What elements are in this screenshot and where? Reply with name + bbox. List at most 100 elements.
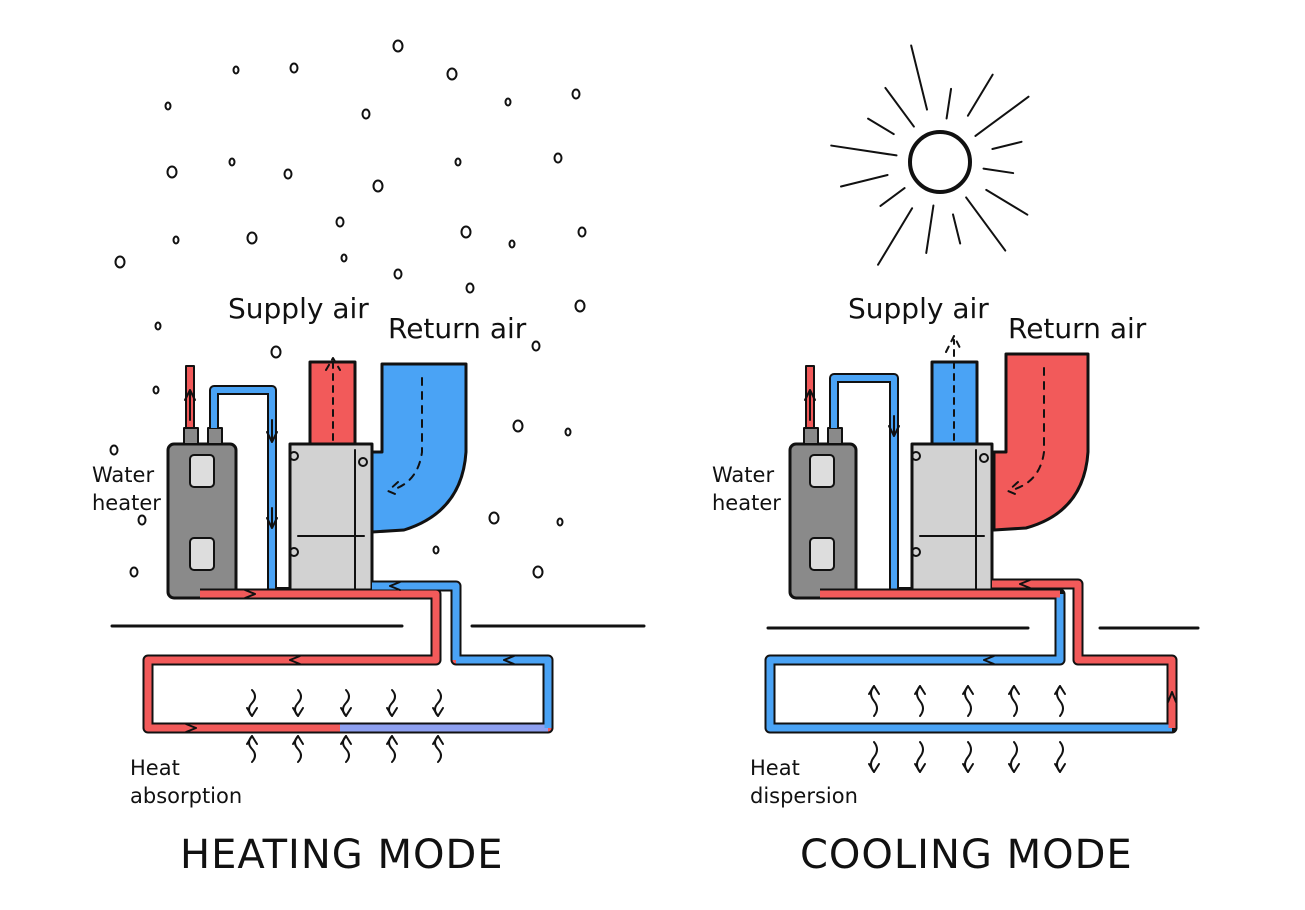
heating-return-label: Return air — [388, 312, 527, 345]
cooling-heat-arrows — [868, 685, 1066, 773]
snowflake-icon — [392, 39, 404, 53]
cooling-supply-label: Supply air — [848, 292, 989, 325]
snowflake-icon — [564, 427, 572, 437]
arrowhead — [868, 763, 880, 773]
snowflake-icon — [228, 157, 236, 167]
snowflake-icon — [361, 108, 371, 120]
arrowhead — [246, 735, 258, 745]
sun-ray — [910, 44, 929, 111]
sun-ray — [974, 95, 1030, 137]
snowflake-icon — [574, 299, 586, 313]
sun-ray — [839, 173, 889, 188]
cooling-loop-label-line2: dispersion — [750, 784, 858, 808]
arrowhead — [340, 735, 352, 745]
arrowhead — [868, 685, 880, 695]
arrowhead — [246, 707, 258, 717]
arrowhead — [432, 735, 444, 745]
cooling-supply-arrow-icon — [945, 335, 963, 441]
heating-heat-pump-unit — [288, 442, 374, 600]
arrowhead — [292, 735, 304, 745]
arrowhead — [914, 685, 926, 695]
heating-heater-label-line2: heater — [92, 491, 161, 515]
snowflake-icons — [109, 39, 587, 579]
cooling-heater-label-line2: heater — [712, 491, 781, 515]
snowflake-icon — [289, 62, 299, 74]
snowflake-icon — [164, 101, 172, 111]
arrowhead — [1008, 685, 1020, 695]
arrowhead — [340, 707, 352, 717]
heating-panel: Supply air Return air Water heater Heat … — [92, 39, 646, 878]
cooling-heat-pump-unit — [910, 442, 994, 600]
arrowhead — [962, 763, 974, 773]
arrowhead — [962, 685, 974, 695]
sun-ray — [982, 167, 1015, 175]
snowflake-icon — [531, 340, 541, 352]
snowflake-icon — [270, 345, 282, 359]
arrowhead — [386, 735, 398, 745]
arrowhead — [1054, 685, 1066, 695]
snowflake-icon — [504, 97, 512, 107]
sun-ray — [877, 207, 914, 266]
arrowhead — [386, 707, 398, 717]
arrowhead — [292, 707, 304, 717]
snowflake-icon — [553, 152, 563, 164]
snowflake-icon — [465, 282, 475, 294]
cooling-return-arrow-icon — [1007, 367, 1045, 497]
snowflake-icon — [232, 65, 240, 75]
heating-heat-arrows — [246, 689, 444, 763]
sun-ray — [830, 144, 898, 157]
snowflake-icon — [446, 67, 458, 81]
heating-title: HEATING MODE — [180, 832, 504, 878]
heating-return-duct — [370, 362, 468, 534]
arrowhead — [1054, 763, 1066, 773]
snowflake-icon — [340, 253, 348, 263]
cooling-return-label: Return air — [1008, 312, 1147, 345]
snowflake-icon — [454, 157, 462, 167]
heating-heater-label-line1: Water — [92, 463, 154, 487]
cooling-loop-label-line1: Heat — [750, 756, 800, 780]
snowflake-icon — [532, 565, 544, 579]
snowflake-icon — [460, 225, 472, 239]
snowflake-icon — [335, 216, 345, 228]
sun-ray — [945, 87, 953, 120]
snowflake-icon — [154, 321, 162, 331]
heating-loop-label-line2: absorption — [130, 784, 242, 808]
sun-ray — [985, 188, 1029, 216]
sun-ray — [884, 86, 915, 128]
sun-ray — [879, 187, 906, 207]
snowflake-icon — [109, 444, 119, 456]
snowflake-icon — [512, 419, 524, 433]
heating-supply-label: Supply air — [228, 292, 369, 325]
snowflake-icon — [137, 514, 147, 526]
arrowhead — [914, 763, 926, 773]
sun-ray — [965, 196, 1007, 252]
snowflake-icon — [114, 255, 126, 269]
arrowhead — [432, 707, 444, 717]
snowflake-icon — [129, 566, 139, 578]
snowflake-icon — [488, 511, 500, 525]
heating-supply-arrow-icon — [325, 357, 341, 441]
sun-ray — [951, 213, 962, 245]
snowflake-icon — [152, 385, 160, 395]
snowflake-icon — [246, 231, 258, 245]
snowflake-icon — [577, 226, 587, 238]
heating-loop-label-line1: Heat — [130, 756, 180, 780]
heating-return-arrow-icon — [387, 377, 423, 497]
cooling-panel: Supply air Return air Water heater Heat … — [712, 44, 1200, 878]
cooling-title: COOLING MODE — [800, 832, 1133, 878]
sun-ray — [925, 204, 935, 254]
arrowhead — [1008, 763, 1020, 773]
cooling-water-heater — [788, 427, 858, 600]
snowflake-icon — [432, 545, 440, 555]
snowflake-icon — [283, 168, 293, 180]
snowflake-icon — [556, 517, 564, 527]
snowflake-icon — [372, 179, 384, 193]
heating-water-heater — [166, 427, 238, 600]
sun-icon — [830, 44, 1030, 266]
snowflake-icon — [166, 165, 178, 179]
snowflake-icon — [393, 268, 403, 280]
snowflake-icon — [571, 88, 581, 100]
cooling-return-duct — [992, 352, 1090, 532]
cooling-heater-label-line1: Water — [712, 463, 774, 487]
